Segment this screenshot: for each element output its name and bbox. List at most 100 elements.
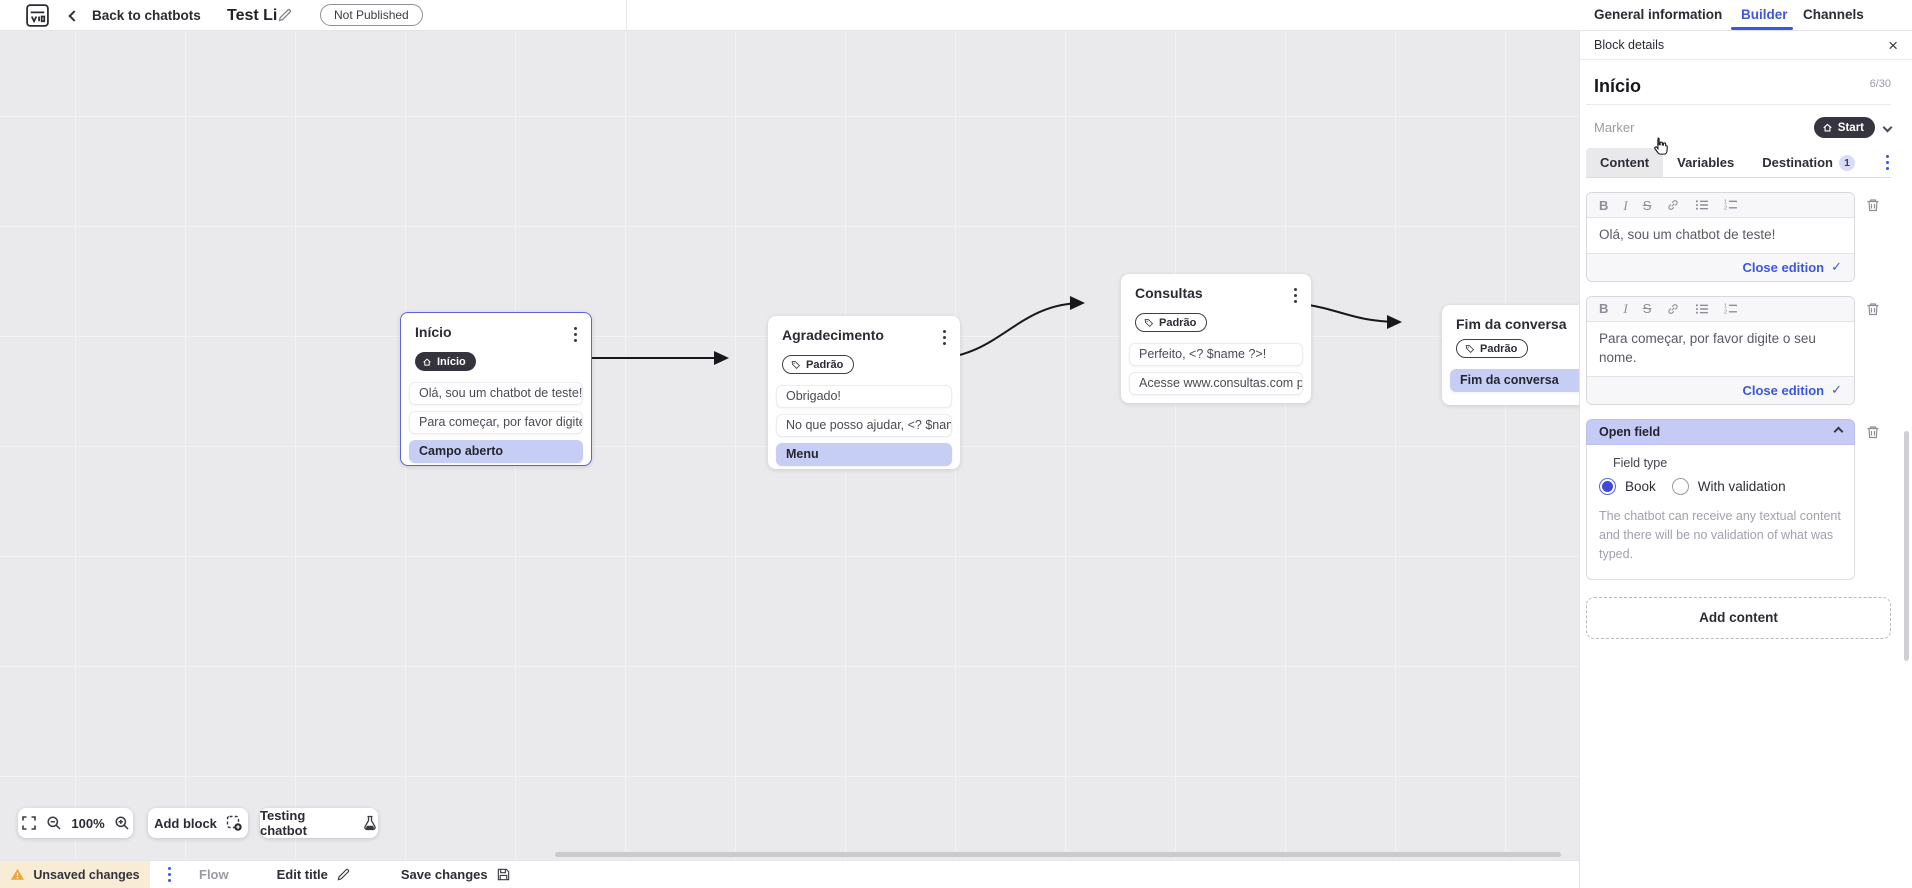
svg-text:1: 1 <box>1724 199 1727 205</box>
block-content-row[interactable]: Perfeito, <? $name ?>! <box>1129 342 1303 366</box>
block-content-row-open-field[interactable]: Campo aberto <box>409 439 583 463</box>
zoom-in-icon[interactable] <box>114 815 130 831</box>
radio-selected-icon[interactable] <box>1599 477 1616 495</box>
bullet-list-icon[interactable] <box>1695 302 1709 316</box>
field-type-label: Field type <box>1613 455 1668 470</box>
home-icon <box>1823 123 1832 132</box>
close-icon[interactable]: × <box>1888 35 1898 55</box>
open-field-row: Open field Field type Book With validati… <box>1586 418 1891 580</box>
edit-name-pencil-icon[interactable] <box>277 7 293 23</box>
flow-block-inicio[interactable]: Início Início Olá, sou um chatbot de tes… <box>400 312 592 466</box>
tag-icon <box>1144 318 1154 327</box>
tab-destination[interactable]: Destination 1 <box>1748 148 1869 177</box>
block-title: Agradecimento <box>782 327 884 343</box>
unsaved-changes-indicator: Unsaved changes <box>0 861 150 888</box>
warning-icon <box>11 868 25 880</box>
block-content-row[interactable]: No que posso ajudar, <? $name ... <box>776 413 952 437</box>
chevron-up-icon <box>1833 426 1844 437</box>
italic-icon[interactable]: I <box>1623 301 1628 317</box>
trash-icon[interactable] <box>1865 197 1881 213</box>
status-menu-icon[interactable] <box>166 864 173 885</box>
flow-label[interactable]: Flow <box>199 867 229 882</box>
italic-icon[interactable]: I <box>1623 197 1628 213</box>
numbered-list-icon[interactable]: 12 <box>1724 302 1738 316</box>
name-char-counter: 6/30 <box>1869 78 1891 90</box>
mouse-cursor <box>1654 137 1668 155</box>
tab-channels[interactable]: Channels <box>1803 6 1864 22</box>
block-marker-badge: Padrão <box>1135 313 1208 333</box>
link-icon[interactable] <box>1666 302 1680 316</box>
block-title: Consultas <box>1135 285 1203 301</box>
block-content-row[interactable]: Acesse www.consultas.com par... <box>1129 371 1303 395</box>
flow-block-agradecimento[interactable]: Agradecimento Padrão Obrigado! No que po… <box>768 316 960 469</box>
editor-text[interactable]: Olá, sou um chatbot de teste! <box>1587 218 1854 253</box>
top-bar: Back to chatbots Test Li Not Published G… <box>0 0 1912 31</box>
flow-block-consultas[interactable]: Consultas Padrão Perfeito, <? $name ?>! … <box>1121 274 1311 403</box>
bullet-list-icon[interactable] <box>1695 198 1709 212</box>
tab-builder[interactable]: Builder <box>1741 6 1788 22</box>
add-block-button[interactable]: Add block <box>148 808 248 838</box>
chevron-left-icon <box>68 9 80 22</box>
add-content-button[interactable]: Add content <box>1586 596 1891 639</box>
block-marker-badge: Início <box>415 352 476 372</box>
svg-text:2: 2 <box>1724 206 1727 212</box>
tab-variables[interactable]: Variables <box>1677 155 1735 170</box>
testing-chatbot-button[interactable]: Testing chatbot <box>260 808 378 838</box>
add-block-icon <box>226 815 242 831</box>
chevron-down-icon[interactable] <box>1882 122 1893 133</box>
strikethrough-icon[interactable]: S <box>1642 197 1652 213</box>
edit-title-button[interactable]: Edit title <box>277 867 351 882</box>
block-title: Início <box>415 324 452 340</box>
bold-icon[interactable]: B <box>1599 301 1609 317</box>
save-changes-button[interactable]: Save changes <box>401 867 511 882</box>
bold-icon[interactable]: B <box>1599 197 1609 213</box>
zoom-out-icon[interactable] <box>46 815 62 831</box>
close-edition-button[interactable]: Close edition <box>1742 382 1825 398</box>
tab-general-information[interactable]: General information <box>1594 6 1723 22</box>
editor-text[interactable]: Para começar, por favor digite o seu nom… <box>1587 321 1854 376</box>
tag-icon <box>791 360 801 369</box>
flask-icon <box>364 815 376 831</box>
app-logo <box>26 4 49 27</box>
panel-tabs-menu-icon[interactable] <box>1884 152 1891 173</box>
panel-scrollbar[interactable] <box>1904 431 1909 661</box>
chatbot-title[interactable]: Test Li <box>227 6 278 24</box>
svg-text:1: 1 <box>1724 303 1727 309</box>
svg-text:2: 2 <box>1724 309 1727 315</box>
block-menu-icon[interactable] <box>572 324 579 345</box>
pencil-icon <box>337 868 350 881</box>
status-badge: Not Published <box>320 4 423 26</box>
trash-icon[interactable] <box>1865 301 1881 317</box>
strikethrough-icon[interactable]: S <box>1642 301 1652 317</box>
radio-option-with-validation[interactable]: With validation <box>1671 477 1786 495</box>
check-icon: ✓ <box>1831 259 1842 275</box>
block-content-row[interactable]: Para começar, por favor digite o ... <box>409 410 583 434</box>
block-content-row[interactable]: Olá, sou um chatbot de teste! <box>409 381 583 405</box>
block-content-row-end[interactable]: Fim da conversa <box>1450 368 1612 392</box>
marker-label: Marker <box>1594 120 1635 135</box>
close-edition-button[interactable]: Close edition <box>1742 259 1825 275</box>
trash-icon[interactable] <box>1865 424 1881 440</box>
marker-start-badge[interactable]: Start <box>1813 117 1875 138</box>
block-content-row[interactable]: Obrigado! <box>776 384 952 408</box>
block-menu-icon[interactable] <box>941 327 948 348</box>
back-to-chatbots-button[interactable]: Back to chatbots <box>68 0 201 31</box>
radio-unselected-icon[interactable] <box>1671 477 1689 495</box>
block-name-input[interactable]: Início <box>1594 76 1642 96</box>
numbered-list-icon[interactable]: 12 <box>1724 198 1738 212</box>
fullscreen-icon[interactable] <box>21 815 37 831</box>
tab-content[interactable]: Content <box>1586 148 1664 177</box>
flow-canvas[interactable]: Início Início Olá, sou um chatbot de tes… <box>0 31 1620 888</box>
open-field-header[interactable]: Open field <box>1586 418 1855 445</box>
active-tab-underline <box>1731 27 1793 30</box>
link-icon[interactable] <box>1666 198 1680 212</box>
radio-option-book[interactable]: Book <box>1599 477 1656 495</box>
block-content-row-menu[interactable]: Menu <box>776 442 952 466</box>
block-title: Fim da conversa <box>1456 316 1567 332</box>
canvas-horizontal-scrollbar[interactable] <box>555 852 1561 857</box>
block-menu-icon[interactable] <box>1292 285 1299 306</box>
